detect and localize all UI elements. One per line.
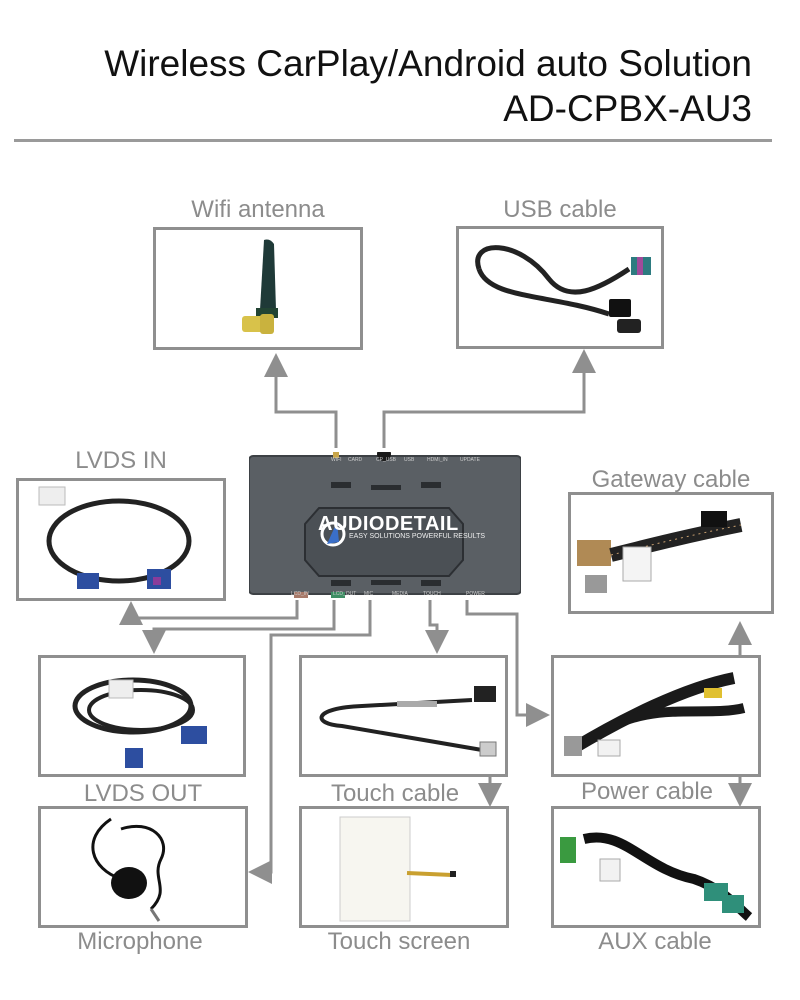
label-touch-screen: Touch screen [327, 928, 471, 955]
line-usb [382, 349, 596, 448]
label-touch-cable: Touch cable [330, 780, 460, 807]
wifi-antenna-image [242, 239, 278, 334]
label-lvds-out: LVDS OUT [83, 780, 203, 807]
port-wifi: WIFI [331, 457, 342, 463]
label-microphone: Microphone [77, 928, 203, 955]
port-update: UPDATE [460, 457, 480, 463]
lvds-out-box [38, 655, 246, 777]
page-title: Wireless CarPlay/Android auto Solution [104, 43, 752, 84]
main-unit-image [248, 447, 522, 598]
port-usb: USB [404, 457, 415, 463]
line-lvds-in [119, 600, 299, 625]
microphone-box [38, 806, 248, 928]
gateway-cable-box [568, 492, 774, 614]
port-media: MEDIA [392, 591, 408, 597]
aux-cable-image [560, 832, 753, 921]
header-divider [14, 139, 772, 142]
usb-cable-box [456, 226, 664, 349]
lvds-in-box [16, 478, 226, 601]
microphone-image [91, 817, 166, 922]
port-lcd-in: LCD_IN [291, 591, 309, 597]
port-lcd-out: LCD_OUT [333, 591, 357, 597]
wifi-antenna-box [153, 227, 363, 350]
power-cable-box [551, 655, 761, 777]
usb-cable-image [475, 245, 651, 333]
port-hdmi-in: HDMI_IN [427, 457, 448, 463]
port-mic: MIC [364, 591, 374, 597]
line-touch [425, 600, 449, 654]
touch-cable-image [319, 686, 497, 757]
line-wifi [264, 353, 338, 448]
line-lvds-out [142, 600, 336, 654]
brand-tagline: EASY SOLUTIONS POWERFUL RESULTS [349, 533, 486, 540]
port-power: POWER [466, 591, 485, 597]
aux-cable-box [551, 806, 761, 928]
lvds-out-image [72, 677, 207, 768]
port-touch: TOUCH [423, 591, 441, 597]
power-cable-image [564, 672, 746, 757]
main-unit [248, 447, 522, 598]
port-cp-usb: CP_USB [376, 457, 397, 463]
touch-screen-box [299, 806, 509, 928]
label-lvds-in: LVDS IN [75, 447, 167, 474]
brand-logo-text: AUDIODETAIL [318, 513, 459, 535]
port-card: CARD [348, 457, 363, 463]
label-wifi-antenna: Wifi antenna [191, 196, 325, 223]
lvds-in-image [38, 486, 192, 589]
touch-cable-box [299, 655, 508, 777]
label-power-cable: Power cable [580, 778, 714, 805]
model-number: AD-CPBX-AU3 [503, 88, 752, 129]
label-aux-cable: AUX cable [598, 928, 712, 955]
touch-screen-image [339, 816, 456, 922]
label-usb-cable: USB cable [503, 196, 617, 223]
label-gateway-cable: Gateway cable [591, 466, 751, 493]
gateway-cable-image [577, 511, 743, 593]
